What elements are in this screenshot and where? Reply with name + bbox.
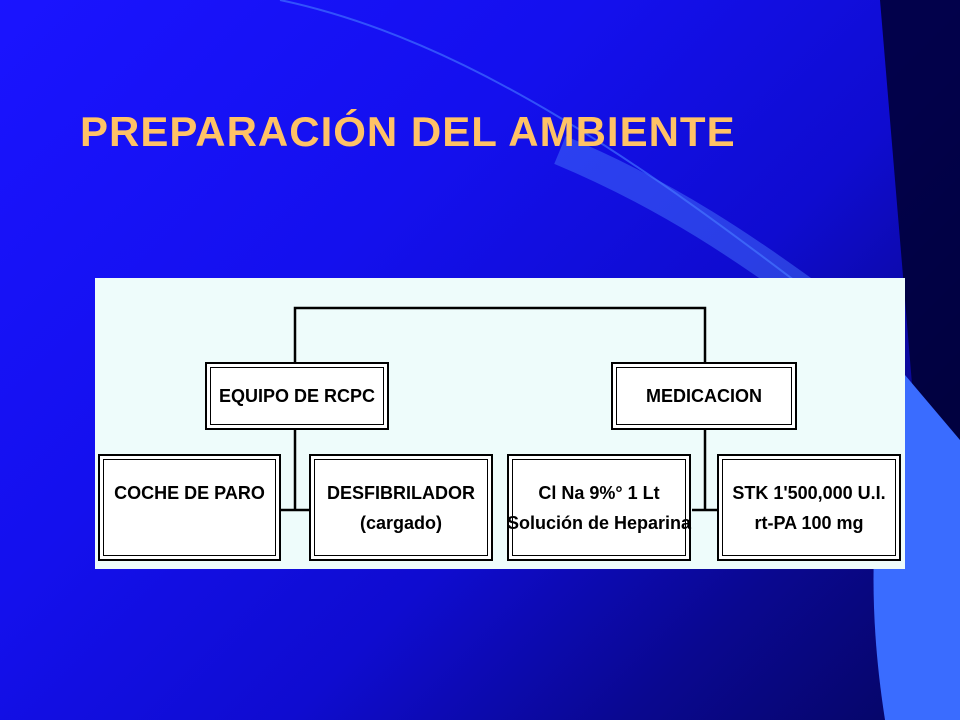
- equipo-rcpc-box: EQUIPO DE RCPC: [205, 362, 389, 430]
- cloruro-sodio-box: Cl Na 9%° 1 Lt Solución de Heparina: [507, 454, 691, 561]
- coche-de-paro-box: COCHE DE PARO: [98, 454, 281, 561]
- cloruro-sodio-label: Cl Na 9%° 1 Lt: [538, 483, 660, 503]
- slide-title: PREPARACIÓN DEL AMBIENTE: [80, 108, 736, 155]
- equipo-rcpc-label: EQUIPO DE RCPC: [218, 386, 376, 406]
- medicacion-box: MEDICACION: [611, 362, 797, 430]
- desfibrilador-label: DESFIBRILADOR: [327, 483, 475, 503]
- coche-de-paro-label: COCHE DE PARO: [114, 483, 265, 503]
- rt-pa-label: rt-PA 100 mg: [754, 513, 864, 533]
- desfibrilador-note: (cargado): [359, 513, 442, 533]
- stk-label: STK 1'500,000 U.I.: [732, 483, 886, 503]
- diagram-panel: EQUIPO DE RCPC MEDICACION COCHE DE PARO …: [95, 278, 905, 569]
- desfibrilador-box: DESFIBRILADOR (cargado): [309, 454, 493, 561]
- trombolitico-box: STK 1'500,000 U.I. rt-PA 100 mg: [717, 454, 901, 561]
- heparina-label: Solución de Heparina: [506, 513, 692, 533]
- medicacion-label: MEDICACION: [646, 386, 762, 406]
- diagram-connectors: [280, 306, 720, 512]
